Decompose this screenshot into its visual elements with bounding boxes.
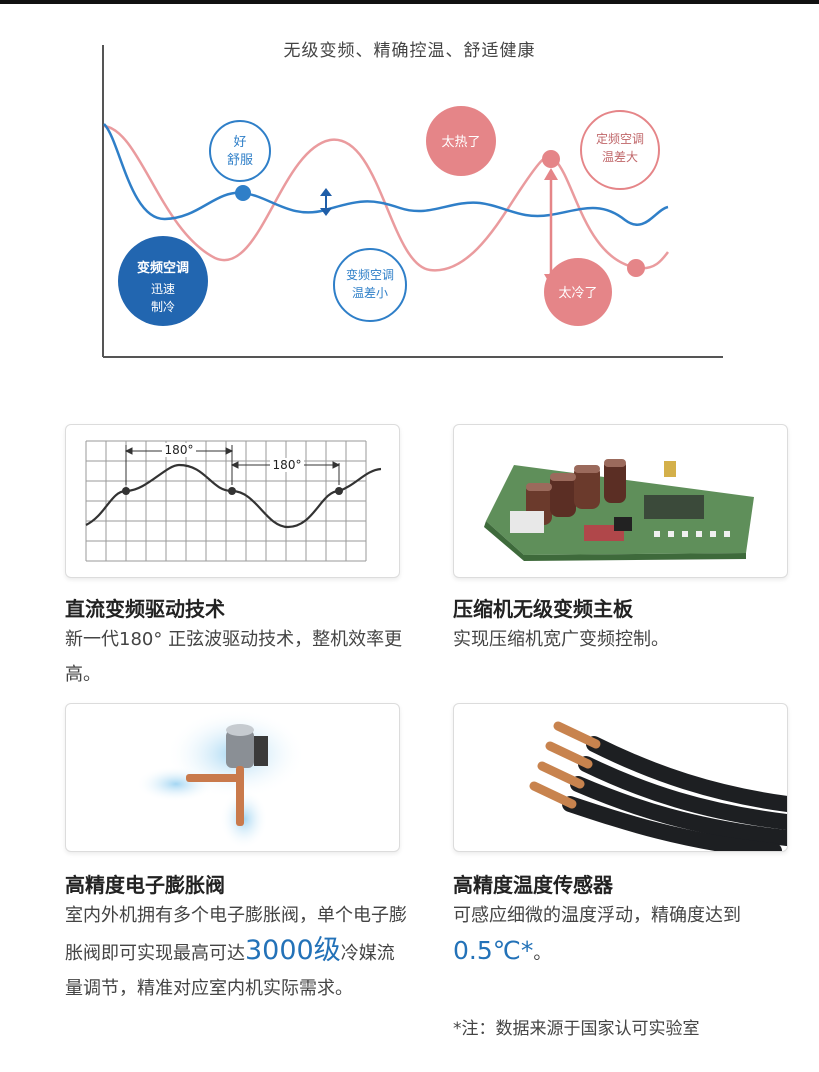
inverter-fast-label-2: 迅速	[151, 282, 175, 296]
feature-desc-3: 室内外机拥有多个电子膨胀阀，单个电子膨胀阀即可实现最高可达3000级冷媒流量调节…	[65, 898, 410, 1006]
too-cold-label: 太冷了	[558, 286, 597, 301]
feature-desc-4-before: 可感应细微的温度浮动，精确度达到	[453, 905, 741, 926]
temperature-sensor-card	[453, 703, 788, 852]
feature-desc-4: 可感应细微的温度浮动，精确度达到 0.5℃*。	[453, 898, 803, 971]
sensor-cables-image	[529, 721, 787, 851]
circuit-board-card	[453, 424, 788, 578]
sine-node-3	[335, 487, 343, 495]
expansion-valve-image	[136, 709, 306, 849]
inverter-small-label-2: 温差小	[352, 286, 388, 300]
small-diff-arrow-icon	[320, 188, 332, 216]
good-label-1: 好	[233, 135, 246, 150]
fixed-big-label-2: 温差大	[602, 150, 638, 164]
sine-wave-card: 180° 180°	[65, 424, 400, 578]
inverter-small-bubble	[333, 248, 407, 322]
fixed-big-bubble	[580, 110, 660, 190]
feature-highlight-3000: 3000级	[245, 935, 341, 966]
too-hot-bubble	[426, 106, 496, 176]
feature-title-2: 压缩机无级变频主板	[453, 597, 633, 621]
inverter-fast-label-3: 制冷	[151, 300, 175, 314]
fixed-big-label-1: 定频空调	[596, 131, 644, 146]
sine-node-1	[122, 487, 130, 495]
feature-desc-3-after: 冷媒流量调节，精准对应室内机实际需求。	[65, 943, 395, 999]
feature-title-4: 高精度温度传感器	[453, 873, 613, 897]
good-point	[235, 185, 251, 201]
good-label-2: 舒服	[227, 153, 253, 168]
feature-desc-3-before: 室内外机拥有多个电子膨胀阀，单个电子膨胀阀即可实现最高可达	[65, 905, 407, 964]
inverter-fast-bubble	[118, 236, 208, 326]
sine-wave-diagram: 180° 180°	[85, 440, 382, 562]
fixed-speed-temperature-curve	[103, 124, 670, 272]
angle-label-2: 180°	[273, 458, 302, 472]
too-hot-label: 太热了	[441, 135, 480, 150]
feature-desc-4-after: 。	[533, 943, 552, 964]
comfort-comparison-chart: 无级变频、精确控温、舒适健康 好	[0, 20, 819, 380]
too-cold-bubble	[544, 258, 612, 326]
feature-desc-2: 实现压缩机宽广变频控制。	[453, 629, 669, 650]
circuit-board-image	[484, 459, 754, 561]
feature-desc-1: 新一代180° 正弦波驱动技术，整机效率更高。	[65, 629, 403, 685]
inverter-small-label-1: 变频空调	[346, 267, 394, 282]
inverter-temperature-curve	[103, 123, 669, 226]
sine-node-2	[228, 487, 236, 495]
top-border	[0, 0, 819, 4]
peak-point	[542, 150, 560, 168]
feature-title-3: 高精度电子膨胀阀	[65, 873, 225, 897]
sine-curve	[85, 463, 382, 529]
trough-point	[627, 259, 645, 277]
expansion-valve-card	[65, 703, 400, 852]
good-bubble	[209, 120, 271, 182]
chart-title: 无级变频、精确控温、舒适健康	[283, 41, 536, 61]
feature-highlight-precision: 0.5℃*	[453, 936, 534, 965]
feature-title-1: 直流变频驱动技术	[65, 597, 225, 621]
angle-label-1: 180°	[165, 443, 194, 457]
footnote: *注：数据来源于国家认可实验室	[453, 1019, 700, 1039]
inverter-fast-label-1: 变频空调	[137, 260, 189, 276]
